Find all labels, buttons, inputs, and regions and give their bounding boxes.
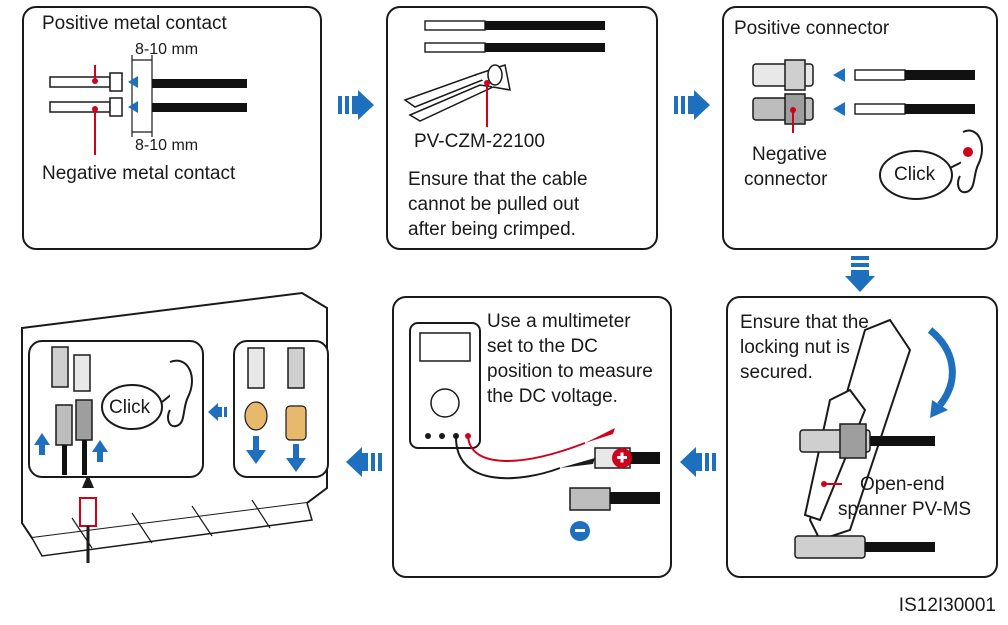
negative-connector-label-line-2: connector bbox=[744, 169, 828, 190]
locking-nut-note-line-1: Ensure that the bbox=[740, 312, 869, 333]
multimeter-note-line-1: Use a multimeter bbox=[487, 311, 631, 332]
spanner-illustration bbox=[794, 318, 956, 559]
step-arrow-right-2 bbox=[674, 90, 710, 120]
crimp-note-line-1: Ensure that the cable bbox=[408, 169, 588, 190]
step-arrow-right-1 bbox=[338, 90, 374, 120]
positive-connector-label: Positive connector bbox=[734, 18, 890, 39]
connector-caps-illustration bbox=[244, 347, 307, 472]
connector-mating-illustration bbox=[34, 346, 108, 475]
strip-length-top: 8-10 mm bbox=[135, 41, 199, 58]
positive-metal-contact-label: Positive metal contact bbox=[42, 13, 227, 34]
step6-ear-click-icon bbox=[101, 359, 193, 430]
multimeter-note-line-3: position to measure bbox=[487, 361, 653, 382]
spanner-label-line-1: Open-end bbox=[860, 474, 945, 495]
crimp-note-line-3: after being crimped. bbox=[408, 219, 576, 240]
step1-panel bbox=[22, 6, 322, 250]
crimping-tool-model: PV-CZM-22100 bbox=[414, 131, 545, 152]
negative-metal-contact-label: Negative metal contact bbox=[42, 163, 236, 184]
step3-click-label: Click bbox=[894, 164, 936, 185]
metal-contacts-illustration bbox=[49, 55, 247, 155]
multimeter-illustration bbox=[409, 322, 660, 541]
strip-length-bottom: 8-10 mm bbox=[135, 137, 199, 154]
step-arrow-left-2 bbox=[346, 447, 382, 477]
ear-click-icon bbox=[879, 129, 983, 200]
figure-code: IS12I30001 bbox=[898, 595, 996, 616]
multimeter-note-line-2: set to the DC bbox=[487, 336, 598, 357]
locking-nut-note-line-3: secured. bbox=[740, 362, 813, 383]
multimeter-note-line-4: the DC voltage. bbox=[487, 386, 618, 407]
spanner-label-line-2: spanner PV-MS bbox=[838, 499, 972, 520]
negative-connector-label-line-1: Negative bbox=[752, 144, 827, 165]
step-arrow-down bbox=[845, 256, 875, 292]
step6-click-label: Click bbox=[109, 397, 151, 418]
step-arrow-left-1 bbox=[680, 447, 716, 477]
locking-nut-note-line-2: locking nut is bbox=[740, 337, 850, 358]
crimping-tool-illustration bbox=[403, 20, 605, 127]
step3-panel bbox=[722, 6, 998, 250]
connectors-illustration bbox=[752, 59, 975, 133]
step-arrow-left-small bbox=[208, 403, 227, 421]
crimp-note-line-2: cannot be pulled out bbox=[408, 194, 580, 215]
